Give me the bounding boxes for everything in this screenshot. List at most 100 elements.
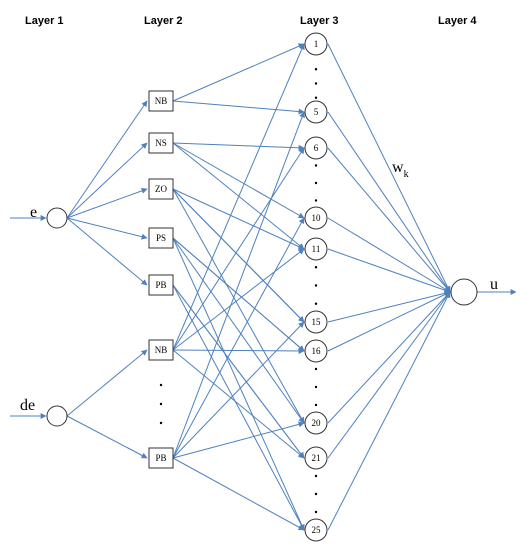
edge-cross-0 (172, 188, 305, 323)
rule-node-25 (304, 518, 328, 542)
rule-node-21 (304, 446, 328, 470)
edge-eterm-4-to-rule-9 (172, 284, 305, 531)
e-term-box-ZO (148, 178, 174, 200)
edge-rule-9-to-output (327, 291, 451, 531)
connections (10, 43, 517, 531)
ellipsis-dots (159, 68, 318, 514)
rule-node-label: 16 (312, 346, 322, 356)
e-term-box-PB (148, 274, 174, 296)
rule-node-label: 21 (312, 453, 321, 463)
rule-node-label: 5 (314, 107, 319, 117)
edge-eterm-2-to-rule-4 (172, 188, 305, 250)
ellipsis-dot (159, 402, 163, 406)
rule-node-15 (304, 310, 328, 334)
de-term-box-PB (148, 447, 174, 469)
edge-de-to-term-1 (66, 415, 148, 459)
ellipsis-dot (314, 266, 318, 269)
rule-node-label: 1 (314, 39, 319, 49)
rule-node-label: 6 (314, 143, 319, 153)
rule-node-16 (304, 339, 328, 363)
edge-rule-1-to-output (327, 111, 451, 293)
edge-eterm-0-to-rule-0 (172, 43, 305, 102)
input-node-e (46, 207, 68, 229)
edge-de-nb-to-rule-6 (172, 347, 305, 354)
weight-label-subscript: k (404, 169, 409, 180)
ellipsis-dot (159, 421, 163, 425)
output-u-label: u (490, 276, 498, 293)
de-term-box-NB (148, 339, 174, 361)
input-node-de (46, 405, 68, 427)
ellipsis-dot (314, 199, 318, 202)
rule-node-10 (304, 206, 328, 230)
ellipsis-dot (314, 164, 318, 167)
edge-de-pb-to-rule-5 (172, 321, 305, 459)
layer-1-title: Layer 1 (25, 15, 64, 27)
edge-rule-8-to-output (327, 291, 451, 459)
edge-e-to-term-1 (66, 142, 148, 219)
ellipsis-dot (314, 82, 318, 85)
edge-de-nb-to-rule-8 (172, 349, 305, 459)
edge-e-to-term-3 (66, 217, 148, 240)
edge-de-to-term-0 (66, 349, 148, 417)
edge-de-pb-to-rule-3 (172, 217, 305, 459)
edge-e-to-term-0 (66, 100, 148, 219)
ellipsis-dot (314, 385, 318, 389)
ellipsis-dot (314, 284, 318, 287)
edge-rule-6-to-output (327, 291, 451, 352)
edge-de-pb-to-rule-9 (172, 457, 305, 531)
rule-node-label: 11 (312, 244, 321, 254)
rule-node-label: 10 (312, 213, 322, 223)
weight-label-main: w (392, 159, 404, 176)
ellipsis-dot (314, 302, 318, 305)
edge-rule-7-to-output (327, 291, 451, 424)
edge-de-nb-to-rule-4 (172, 248, 305, 351)
edge-de-pb-to-rule-1 (172, 111, 305, 459)
input-de-label: de (20, 397, 35, 414)
rule-node-20 (304, 411, 328, 435)
e-term-box-NS (148, 132, 174, 154)
e-term-label: PB (155, 280, 166, 290)
edge-eterm-0-to-rule-1 (172, 100, 305, 115)
edge-rule-0-to-output (327, 43, 451, 293)
edge-eterm-1-to-rule-2 (172, 142, 305, 151)
rule-node-5 (304, 100, 328, 124)
ellipsis-dot (314, 474, 318, 478)
edge-rule-5-to-output (327, 290, 451, 323)
edge-rule-4-to-output (327, 248, 451, 294)
edge-rule-2-to-output (327, 147, 451, 293)
e-term-box-PS (148, 227, 174, 249)
edge-cross-4 (172, 284, 305, 459)
rule-node-1 (304, 32, 328, 56)
edge-de-nb-to-rule-0 (172, 43, 305, 351)
edge-e-to-term-4 (66, 217, 148, 286)
de-term-label: PB (155, 453, 166, 463)
rule-node-label: 15 (312, 317, 322, 327)
rule-node-label: 25 (312, 525, 322, 535)
e-term-label: ZO (155, 184, 167, 194)
edge-rule-3-to-output (327, 217, 451, 293)
e-term-label: PS (156, 233, 166, 243)
rule-node-label: 20 (312, 418, 322, 428)
layer-4-title: Layer 4 (438, 15, 477, 27)
edge-eterm-1-to-rule-3 (172, 142, 305, 219)
e-term-label: NS (155, 138, 167, 148)
e-term-box-NB (148, 90, 174, 112)
edge-eterm-3-to-rule-7 (172, 237, 305, 424)
edge-de-pb-to-rule-7 (172, 421, 305, 459)
de-term-label: NB (155, 345, 168, 355)
ellipsis-dot (314, 181, 318, 185)
ellipsis-dot (159, 383, 163, 387)
edge-cross-2 (172, 237, 305, 352)
weight-label: wk (392, 159, 409, 180)
rule-node-6 (304, 136, 328, 160)
edge-cross-3 (172, 237, 305, 531)
layer-2-title: Layer 2 (144, 15, 183, 27)
layer-3-title: Layer 3 (300, 15, 339, 27)
ellipsis-dot (314, 367, 318, 371)
ellipsis-dot (314, 68, 318, 71)
e-term-label: NB (155, 96, 168, 106)
ellipsis-dot (314, 510, 318, 514)
ellipsis-dot (314, 403, 318, 407)
ellipsis-dot (314, 492, 318, 496)
